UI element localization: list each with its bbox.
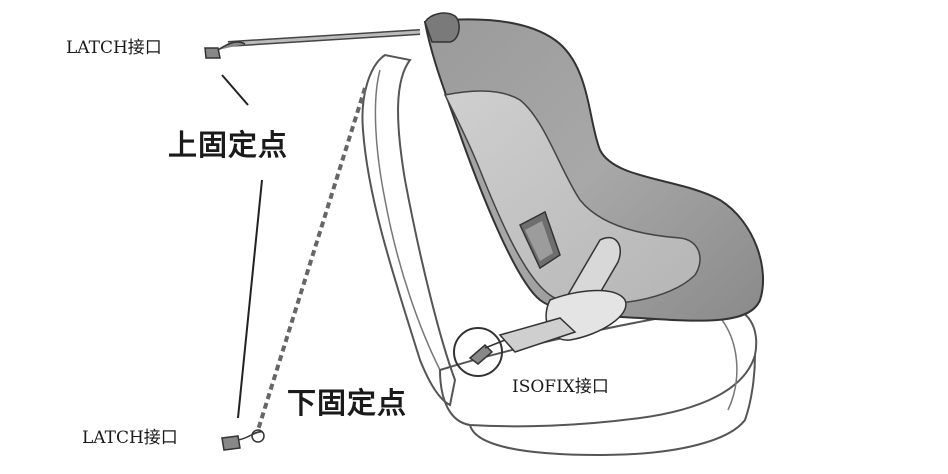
lower-latch-clip-icon — [221, 430, 263, 451]
vehicle-seat-base — [469, 354, 756, 457]
vehicle-seat-back — [361, 53, 457, 407]
child-seat-headrest — [424, 12, 460, 43]
isofix-anchor-circle — [453, 327, 503, 377]
upper-anchor-label: 上固定点 — [168, 128, 289, 162]
child-seat-cushion — [443, 90, 701, 305]
lower-anchor-label: 下固定点 — [287, 386, 408, 420]
upper-latch-clip-icon — [204, 41, 246, 59]
lower-strap — [498, 317, 577, 353]
slot-inner — [525, 221, 553, 261]
lower-latch-ring-icon — [251, 429, 265, 443]
vehicle-seat-cushion — [438, 306, 758, 428]
upper-anchor-pointer — [221, 74, 249, 106]
lower-tether-line — [237, 179, 263, 419]
latch-bottom-label: LATCH接口 — [82, 428, 178, 448]
isofix-connector-icon — [468, 339, 506, 365]
vehicle-seat-front — [717, 314, 738, 411]
vehicle-seat-back-inner — [374, 69, 441, 371]
isofix-label: ISOFIX接口 — [512, 377, 609, 397]
latch-top-label: LATCH接口 — [66, 38, 162, 58]
